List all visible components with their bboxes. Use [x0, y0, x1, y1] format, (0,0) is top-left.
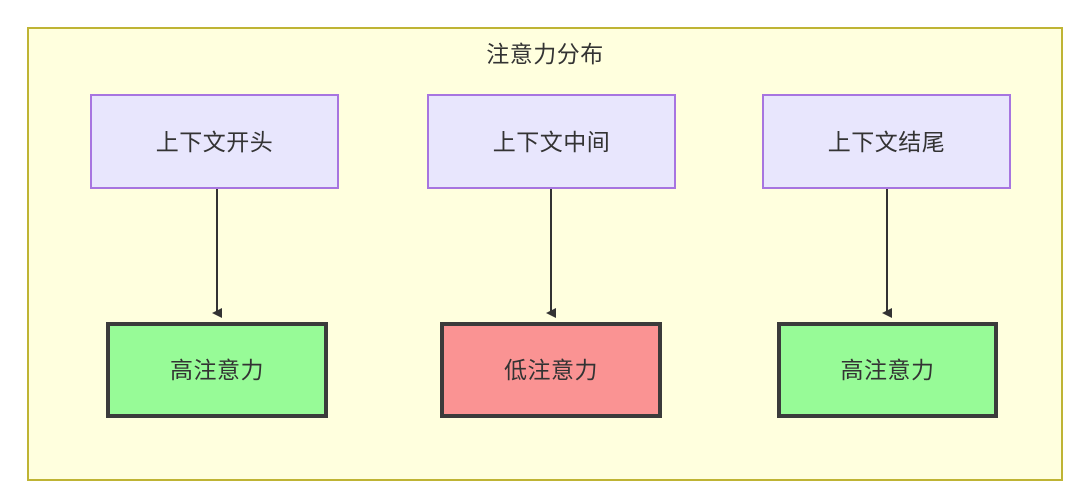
node-att-low-middle[interactable]: 低注意力	[440, 322, 662, 418]
attention-distribution-subgraph: 注意力分布 上下文开头 上下	[27, 27, 1063, 481]
node-att-low-middle-label: 低注意力	[504, 357, 598, 383]
node-ctx-middle-label: 上下文中间	[492, 128, 611, 155]
node-att-high-start-label: 高注意力	[170, 357, 264, 383]
node-ctx-end[interactable]: 上下文结尾	[762, 94, 1011, 189]
node-ctx-start-label: 上下文开头	[155, 128, 274, 155]
node-att-high-end[interactable]: 高注意力	[777, 322, 998, 418]
node-ctx-middle[interactable]: 上下文中间	[427, 94, 676, 189]
node-att-high-start[interactable]: 高注意力	[106, 322, 328, 418]
node-ctx-end-label: 上下文结尾	[827, 128, 946, 155]
node-att-high-end-label: 高注意力	[840, 357, 935, 383]
node-ctx-start[interactable]: 上下文开头	[90, 94, 339, 189]
page-title: 注意力分布	[486, 41, 604, 67]
